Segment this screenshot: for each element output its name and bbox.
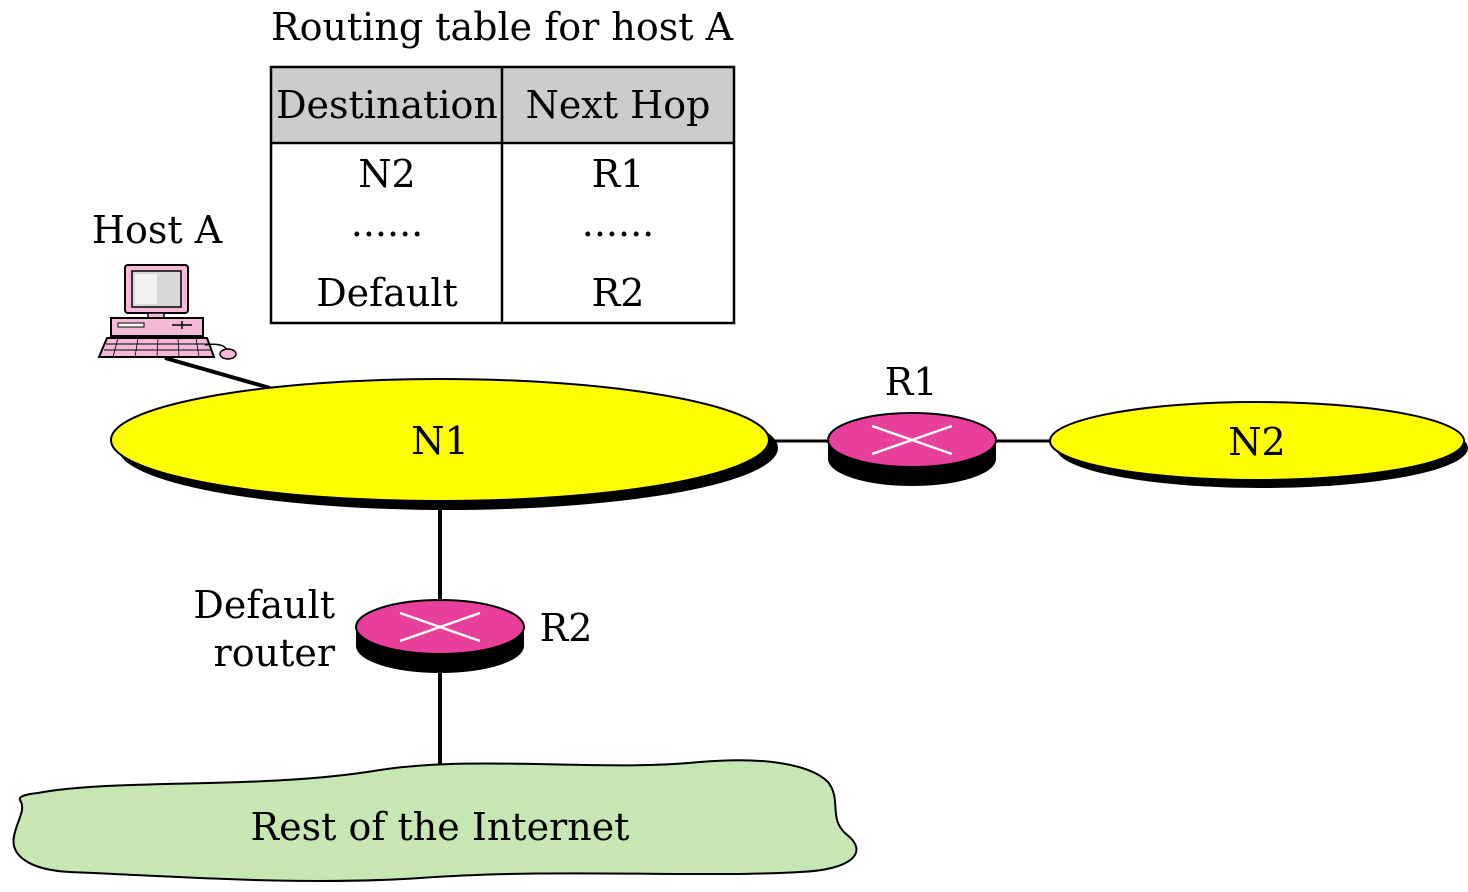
network-n1: N1 [110,378,778,510]
routing-table: Routing table for host A Destination Nex… [269,5,736,325]
router-r2-icon [355,599,525,673]
internet-label: Rest of the Internet [251,805,630,849]
router-r2-label: R2 [540,606,593,650]
host-n1-link [164,356,271,390]
table-cell: Default [316,271,458,315]
links [164,356,1050,776]
router-r1-label: R1 [885,360,938,404]
table-cell: ...... [351,201,423,245]
network-n1-label: N1 [411,419,468,463]
internet-cloud: Rest of the Internet [12,759,858,883]
table-title: Routing table for host A [271,5,734,49]
network-n2-label: N2 [1228,420,1285,464]
table-cell: R2 [592,271,645,315]
network-n2: N2 [1049,401,1468,488]
table-cell: N2 [358,152,415,196]
router-r1-icon [827,412,997,486]
table-cell: R1 [592,152,645,196]
table-header-destination: Destination [276,83,498,127]
default-router-label-line2: router [214,631,336,675]
table-cell: ...... [582,201,654,245]
default-router-label-line1: Default [193,583,335,627]
host-a-label: Host A [92,208,223,252]
table-header-next-hop: Next Hop [526,83,711,127]
computer-icon [97,264,237,360]
